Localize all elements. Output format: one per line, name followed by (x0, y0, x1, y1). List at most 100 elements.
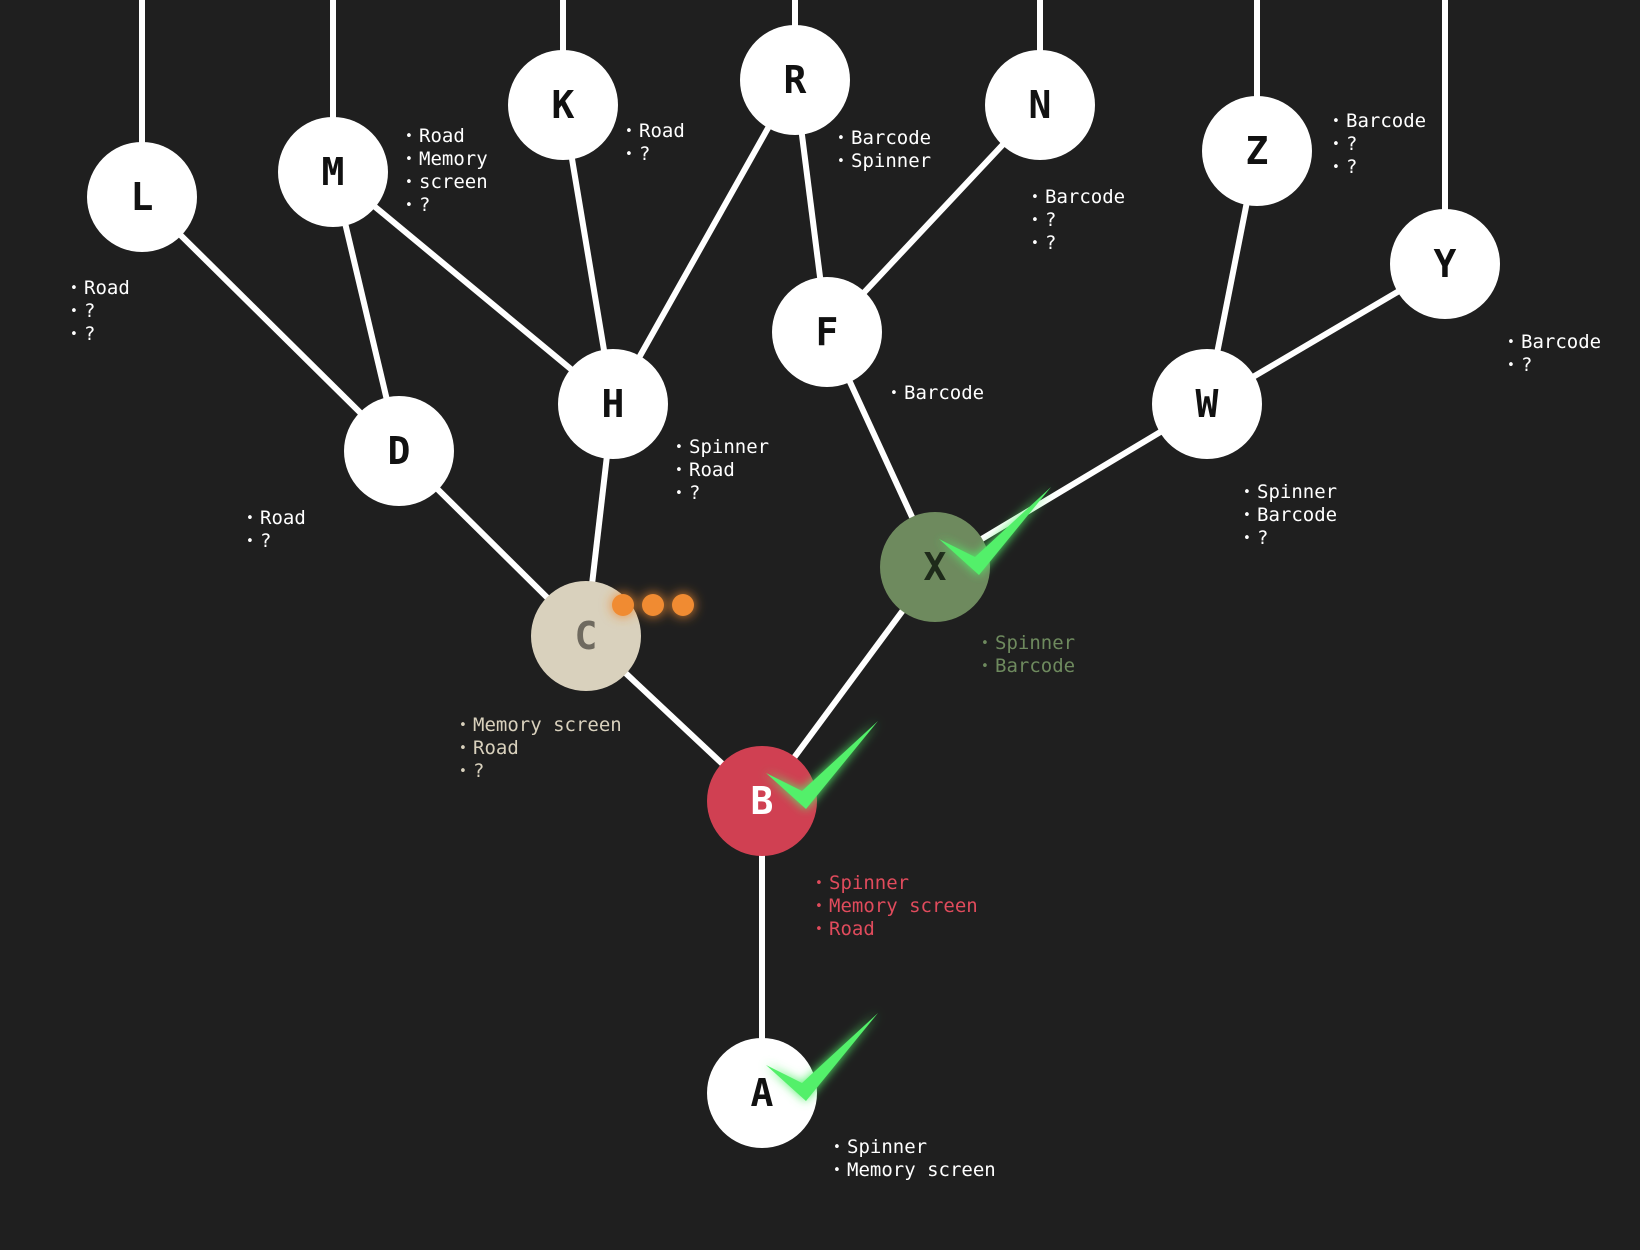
node-circle (740, 25, 850, 135)
node-circle (772, 277, 882, 387)
node-k[interactable]: K (508, 50, 618, 160)
note-item: Barcode (1332, 110, 1426, 133)
node-circle (985, 50, 1095, 160)
node-circle (1202, 96, 1312, 206)
node-h[interactable]: H (558, 349, 668, 459)
note-item: screen (405, 171, 488, 194)
note-item: ? (1507, 354, 1601, 377)
note-item: ? (70, 323, 130, 346)
note-item: Barcode (837, 127, 931, 150)
note-item: Barcode (981, 655, 1075, 678)
note-item: ? (459, 760, 622, 783)
notes-m: RoadMemoryscreen? (405, 125, 488, 217)
node-circle (880, 512, 990, 622)
node-label: Z (1246, 129, 1269, 173)
note-item: Road (675, 459, 769, 482)
notes-r: BarcodeSpinner (837, 127, 931, 173)
notes-f: Barcode (890, 382, 984, 405)
node-circle (87, 142, 197, 252)
notes-b: SpinnerMemory screenRoad (815, 872, 978, 941)
node-label: A (751, 1071, 774, 1115)
note-item: ? (1031, 209, 1125, 232)
notes-x: SpinnerBarcode (981, 632, 1075, 678)
note-item: Memory screen (833, 1159, 996, 1182)
node-a[interactable]: A (707, 1038, 817, 1148)
node-circle (344, 396, 454, 506)
note-item: ? (625, 143, 685, 166)
note-item: Road (246, 507, 306, 530)
node-n[interactable]: N (985, 50, 1095, 160)
note-item: Road (459, 737, 622, 760)
note-item: Barcode (1243, 504, 1337, 527)
notes-y: Barcode? (1507, 331, 1601, 377)
note-item: ? (246, 530, 306, 553)
nodes: L M K R N Z Y F H D W X C B A (87, 25, 1500, 1148)
node-z[interactable]: Z (1202, 96, 1312, 206)
notes-c: Memory screenRoad? (459, 714, 622, 783)
note-item: ? (1332, 156, 1426, 179)
node-circle (707, 1038, 817, 1148)
node-circle (508, 50, 618, 160)
notes-l: Road?? (70, 277, 130, 346)
node-circle (707, 746, 817, 856)
note-item: Memory screen (459, 714, 622, 737)
note-item: Barcode (890, 382, 984, 405)
node-label: X (924, 545, 947, 589)
note-item: ? (70, 300, 130, 323)
note-item: ? (1031, 232, 1125, 255)
node-label: L (131, 175, 154, 219)
note-item: ? (405, 194, 488, 217)
status-markers (612, 487, 1051, 1101)
note-item: Road (70, 277, 130, 300)
node-label: H (602, 382, 625, 426)
note-item: Spinner (675, 436, 769, 459)
node-y[interactable]: Y (1390, 209, 1500, 319)
node-label: K (552, 83, 575, 127)
edge-H-R (610, 78, 798, 406)
note-item: Road (625, 120, 685, 143)
note-item: ? (1243, 527, 1337, 550)
node-w[interactable]: W (1152, 349, 1262, 459)
node-circle (558, 349, 668, 459)
note-item: ? (675, 482, 769, 505)
node-circle (278, 117, 388, 227)
node-circle (1390, 209, 1500, 319)
note-item: Road (815, 918, 978, 941)
note-item: Spinner (833, 1136, 996, 1159)
notes-k: Road? (625, 120, 685, 166)
node-circle (1152, 349, 1262, 459)
check-icon (939, 487, 1051, 575)
note-item: Spinner (837, 150, 931, 173)
note-item: ? (1332, 133, 1426, 156)
node-label: W (1196, 382, 1219, 426)
notes-d: Road? (246, 507, 306, 553)
node-label: F (816, 310, 839, 354)
node-l[interactable]: L (87, 142, 197, 252)
edge-H-M (331, 169, 615, 407)
node-label: Y (1434, 242, 1457, 286)
note-item: Barcode (1507, 331, 1601, 354)
node-label: C (575, 614, 598, 658)
notes-n: Barcode?? (1031, 186, 1125, 255)
check-icon (766, 1013, 878, 1101)
node-f[interactable]: F (772, 277, 882, 387)
note-item: Spinner (815, 872, 978, 895)
node-d[interactable]: D (344, 396, 454, 506)
note-item: Road (405, 125, 488, 148)
node-label: B (751, 779, 774, 823)
node-label: D (388, 429, 411, 473)
edge-D-L (139, 194, 402, 454)
node-x[interactable]: X (880, 512, 990, 622)
check-icon (766, 721, 878, 809)
notes-h: SpinnerRoad? (675, 436, 769, 505)
node-m[interactable]: M (278, 117, 388, 227)
node-r[interactable]: R (740, 25, 850, 135)
note-item: Memory screen (815, 895, 978, 918)
ellipsis-icon (612, 594, 694, 616)
node-b[interactable]: B (707, 746, 817, 856)
note-item: Barcode (1031, 186, 1125, 209)
notes-w: SpinnerBarcode? (1243, 481, 1337, 550)
notes-z: Barcode?? (1332, 110, 1426, 179)
